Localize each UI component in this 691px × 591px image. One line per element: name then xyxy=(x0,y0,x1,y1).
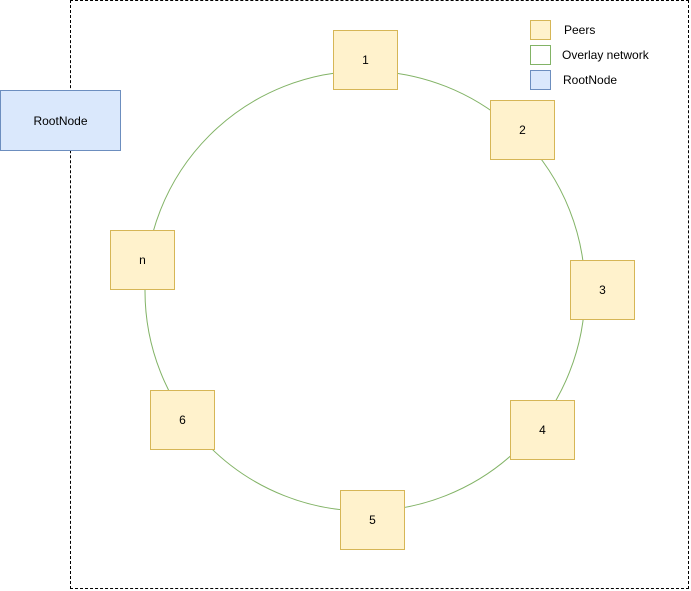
peer-node-label: n xyxy=(139,253,146,267)
peer-node-2: 2 xyxy=(490,100,555,160)
root-node: RootNode xyxy=(0,90,121,151)
legend-overlay-label: Overlay network xyxy=(562,48,649,62)
root-node-label: RootNode xyxy=(33,113,88,128)
peer-node-n: n xyxy=(110,230,175,290)
legend-peers-swatch xyxy=(530,20,551,40)
peer-node-label: 1 xyxy=(362,53,369,67)
peer-node-label: 5 xyxy=(369,513,376,527)
peer-node-1: 1 xyxy=(333,30,398,90)
peer-node-5: 5 xyxy=(340,490,405,550)
peer-node-label: 2 xyxy=(519,123,526,137)
peer-node-label: 3 xyxy=(599,283,606,297)
legend-peers-label: Peers xyxy=(564,23,596,37)
peer-node-4: 4 xyxy=(510,400,575,460)
network-boundary xyxy=(70,0,689,589)
legend-rootnode-swatch xyxy=(530,70,551,90)
peer-node-label: 6 xyxy=(179,413,186,427)
peer-node-3: 3 xyxy=(570,260,635,320)
peer-node-label: 4 xyxy=(539,423,546,437)
legend-rootnode-label: RootNode xyxy=(563,73,618,87)
peer-node-6: 6 xyxy=(150,390,215,450)
legend-overlay-swatch xyxy=(530,45,551,65)
